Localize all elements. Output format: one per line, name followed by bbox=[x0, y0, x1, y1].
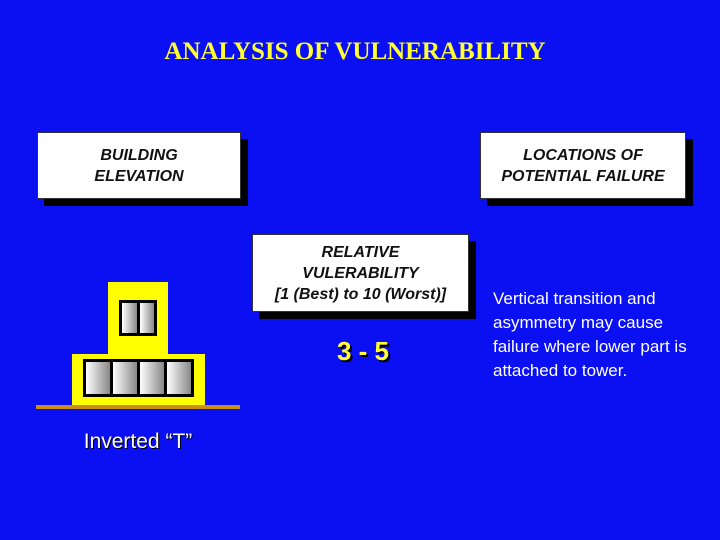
locations-box: LOCATIONS OF POTENTIAL FAILURE bbox=[480, 132, 686, 199]
slide-title: ANALYSIS OF VULNERABILITY bbox=[164, 38, 546, 65]
ground-line bbox=[36, 405, 240, 409]
window-pane bbox=[86, 362, 110, 394]
window-pane bbox=[140, 362, 164, 394]
window-pane bbox=[139, 303, 154, 333]
window-pane bbox=[167, 362, 191, 394]
box-line: ELEVATION bbox=[94, 167, 184, 185]
failure-description: Vertical transition and asymmetry may ca… bbox=[493, 289, 687, 380]
building-elevation-box: BUILDING ELEVATION bbox=[37, 132, 241, 199]
window-pane bbox=[122, 303, 137, 333]
base-window bbox=[83, 359, 194, 397]
box-line: [1 (Best) to 10 (Worst)] bbox=[274, 285, 447, 303]
box-line: RELATIVE bbox=[321, 243, 400, 261]
box-line: POTENTIAL FAILURE bbox=[501, 167, 665, 185]
tower-window bbox=[119, 300, 157, 336]
box-line: LOCATIONS OF bbox=[523, 146, 643, 164]
box-line: BUILDING bbox=[100, 146, 178, 164]
building-caption: Inverted “T” bbox=[83, 430, 193, 453]
box-line: VULERABILITY bbox=[302, 264, 419, 282]
window-pane bbox=[113, 362, 137, 394]
relative-vulnerability-box: RELATIVE VULERABILITY [1 (Best) to 10 (W… bbox=[252, 234, 469, 312]
vulnerability-score: 3 - 5 bbox=[336, 336, 390, 366]
